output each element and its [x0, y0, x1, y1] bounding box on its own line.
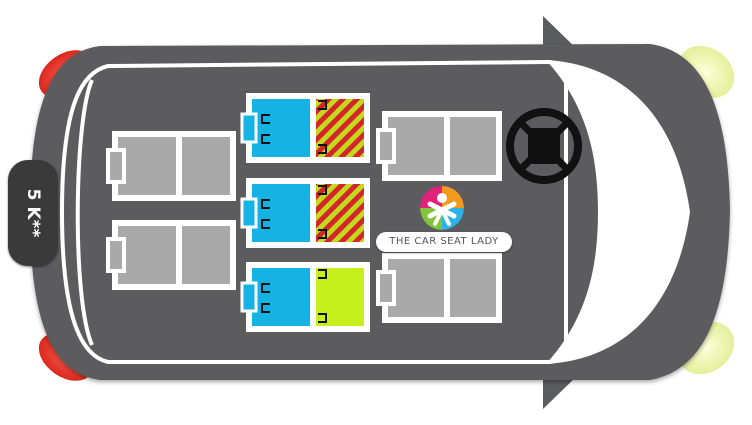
latch-anchor-icon: [318, 269, 327, 279]
seats-group: [106, 93, 502, 332]
latch-anchor-icon: [318, 229, 327, 239]
seat-back-empty: [118, 137, 176, 195]
seat-bottom-striped: [316, 99, 364, 157]
seat-bottom-striped: [316, 184, 364, 242]
mirror-top: [543, 16, 578, 50]
latch-anchor-icon: [318, 313, 327, 323]
seat-bottom-lime: [316, 268, 364, 326]
headrest: [376, 128, 396, 164]
latch-anchor-icon: [261, 114, 270, 124]
windshield: [546, 60, 690, 364]
car-seat-lady-logo: [420, 186, 464, 230]
seat-rear-right: [106, 220, 236, 290]
rear-window-trim: [75, 79, 94, 346]
seat-front-passenger: [376, 111, 502, 181]
seat-driver: [376, 253, 502, 323]
headrest: [240, 197, 258, 229]
seat-back-occupied: [252, 184, 310, 242]
headrest: [106, 148, 126, 184]
latch-anchor-icon: [261, 134, 270, 144]
seat-back-occupied: [252, 268, 310, 326]
seat-back-occupied: [252, 99, 310, 157]
seat-bottom-empty: [182, 226, 230, 284]
latch-anchor-icon: [261, 283, 270, 293]
license-plate: 5 K**: [8, 160, 58, 266]
headrest: [376, 270, 396, 306]
latch-anchor-icon: [318, 100, 327, 110]
seat-middle-left: [240, 93, 370, 163]
latch-anchor-icon: [318, 185, 327, 195]
car-seat-lady-banner: THE CAR SEAT LADY: [376, 232, 512, 252]
latch-anchor-icon: [261, 199, 270, 209]
seat-middle-center: [240, 178, 370, 248]
seat-back-empty: [388, 117, 444, 175]
license-plate-text: 5 K**: [23, 188, 43, 238]
seat-back-empty: [118, 226, 176, 284]
seat-rear-left: [106, 131, 236, 201]
seat-middle-right: [240, 262, 370, 332]
latch-anchor-icon: [261, 303, 270, 313]
headrest: [240, 112, 258, 144]
steering-wheel-icon: [506, 108, 582, 184]
seat-bottom-empty: [450, 259, 496, 317]
seat-bottom-empty: [182, 137, 230, 195]
mirror-bottom: [543, 375, 578, 409]
headrest: [106, 237, 126, 273]
latch-anchor-icon: [318, 144, 327, 154]
headrest: [240, 281, 258, 313]
seat-back-empty: [388, 259, 444, 317]
seat-bottom-empty: [450, 117, 496, 175]
latch-anchor-icon: [261, 219, 270, 229]
